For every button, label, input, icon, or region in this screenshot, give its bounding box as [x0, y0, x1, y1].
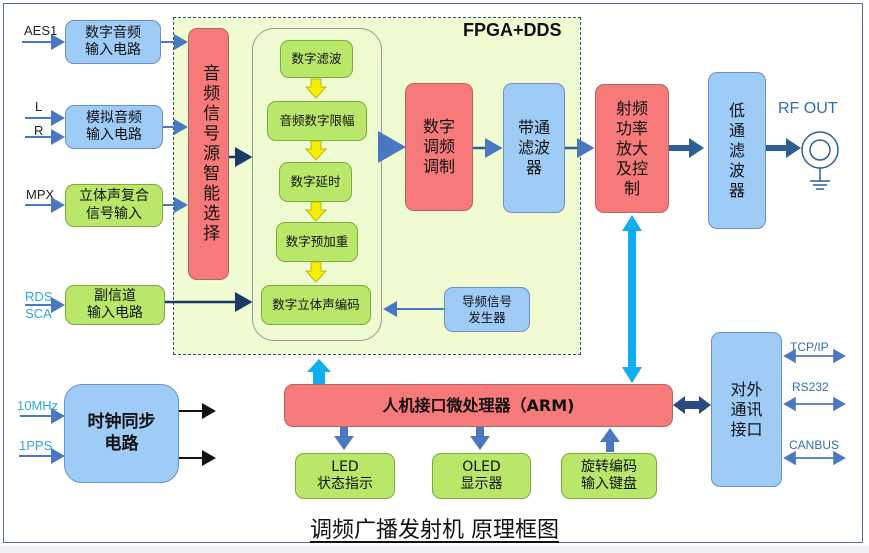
- analog-audio-input-block: 模拟音频 输入电路: [65, 105, 163, 149]
- rf-out-label: RF OUT: [778, 100, 838, 117]
- caption-text: 调频广播发射机 原理框图: [310, 518, 559, 543]
- stereo-composite-input-block: 立体声复合 信号输入: [65, 184, 163, 227]
- arm-processor-block: 人机接口微处理器（ARM): [284, 384, 673, 427]
- bottom-strip: [0, 546, 869, 553]
- input-label-mpx: MPX: [26, 187, 55, 202]
- audio-source-select-block: 音频信号源智能选择: [188, 28, 229, 280]
- input-label-10mhz: 10MHz: [17, 398, 59, 413]
- input-label-r: R: [34, 123, 44, 138]
- digital-fm-modulation-block: 数字 调频 调制: [405, 83, 473, 211]
- rf-power-amp-block: 射频 功率 放大 及控 制: [595, 84, 669, 213]
- dsp-step-digital-filter: 数字滤波: [280, 40, 353, 78]
- subchannel-input-block: 副信道 输入电路: [65, 285, 165, 325]
- dsp-step-digital-delay: 数字延时: [279, 162, 352, 202]
- input-label-l: L: [35, 99, 43, 114]
- diagram-caption: 调频广播发射机 原理框图: [0, 512, 869, 544]
- input-label-1pps: 1PPS: [19, 438, 53, 453]
- led-status-block: LED 状态指示: [295, 453, 395, 499]
- clock-sync-block: 时钟同步 电路: [64, 384, 179, 483]
- lowpass-filter-block: 低 通 滤 波 器: [708, 72, 766, 229]
- dsp-step-stereo-encoding: 数字立体声编码: [261, 285, 371, 325]
- port-label-canbus: CANBUS: [789, 438, 840, 452]
- pilot-generator-block: 导频信号 发生器: [444, 287, 530, 332]
- external-comm-block: 对外 通讯 接口: [711, 332, 782, 487]
- digital-audio-input-block: 数字音频 输入电路: [65, 20, 161, 64]
- dsp-step-pre-emphasis: 数字预加重: [276, 222, 358, 262]
- fpga-dds-label: FPGA+DDS: [463, 20, 562, 40]
- oled-display-block: OLED 显示器: [432, 453, 531, 499]
- input-label-aes1: AES1: [24, 23, 58, 38]
- input-label-rds: RDS: [25, 289, 53, 304]
- dsp-step-audio-limiter: 音频数字限幅: [267, 101, 367, 141]
- input-label-sca: SCA: [25, 306, 52, 321]
- bandpass-filter-block: 带通 滤波 器: [503, 83, 565, 213]
- encoder-keypad-block: 旋转编码 输入键盘: [561, 453, 657, 499]
- port-label-rs232: RS232: [792, 380, 829, 394]
- port-label-tcpip: TCP/IP: [790, 340, 829, 354]
